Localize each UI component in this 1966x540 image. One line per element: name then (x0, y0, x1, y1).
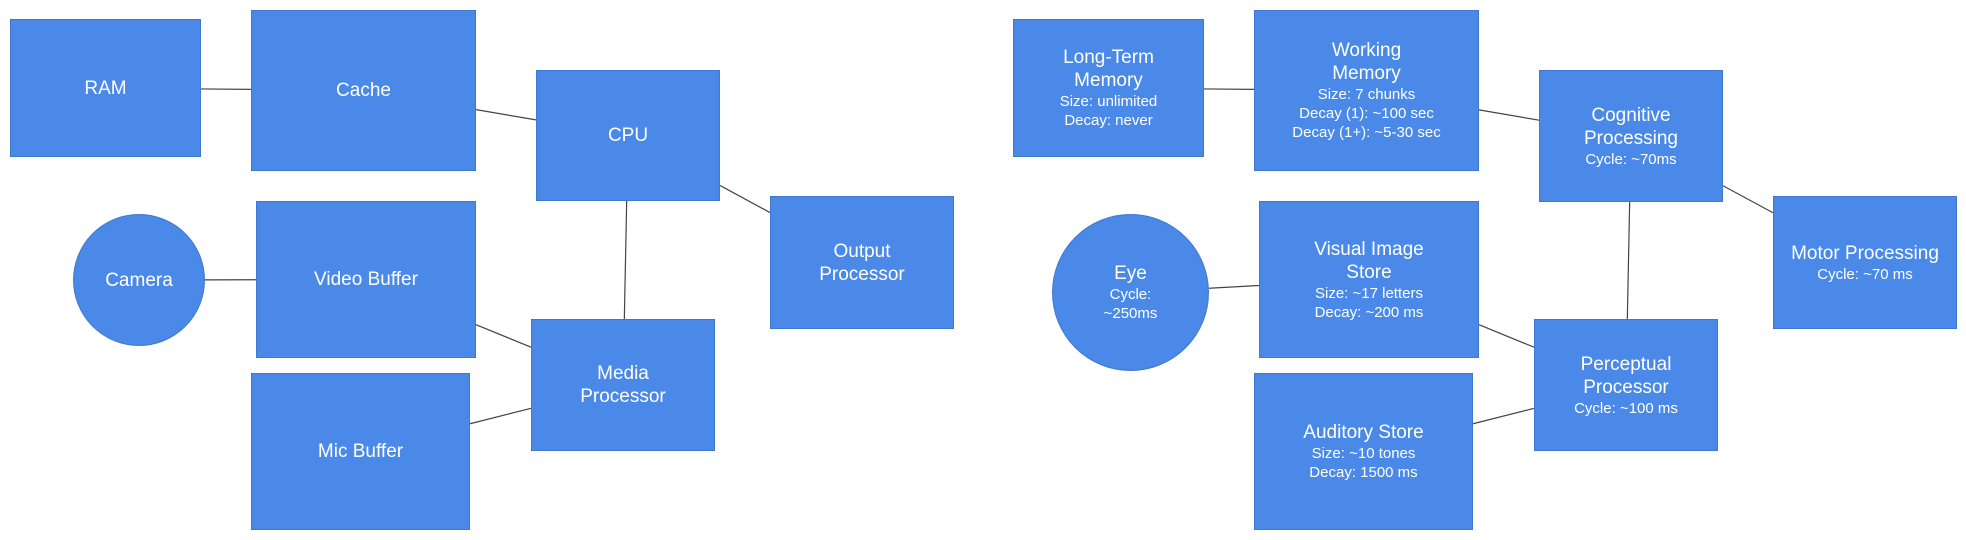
connector-mic-buffer-media-processor (469, 407, 532, 425)
node-auditory-store: Auditory Store Size: ~10 tones Decay: 15… (1254, 373, 1473, 530)
node-title: CPU (607, 125, 649, 146)
node-title: RAM (84, 77, 127, 99)
node-title: Auditory Store (1303, 422, 1424, 443)
node-title: Mic Buffer (317, 441, 404, 462)
node-media-processor: Media Processor (531, 319, 715, 451)
node-detail: Size: ~17 letters (1315, 284, 1423, 302)
connector-visual-image-store-perceptual-processor (1478, 324, 1535, 348)
node-detail: Cycle: ~250ms (1103, 286, 1158, 322)
node-title: Visual Image Store (1314, 238, 1424, 283)
node-title: Perceptual Processor (1580, 353, 1672, 398)
node-motor-processing: Motor Processing Cycle: ~70 ms (1773, 196, 1957, 329)
node-eye: Eye Cycle: ~250ms (1052, 214, 1209, 371)
node-detail: Cycle: ~70 ms (1817, 265, 1913, 283)
node-title: Video Buffer (314, 269, 418, 290)
node-detail: Size: 7 chunks (1317, 86, 1416, 103)
node-title: Output Processor (819, 240, 905, 285)
node-title: Motor Processing (1791, 242, 1939, 264)
node-detail: Decay: ~200 ms (1314, 303, 1424, 321)
node-detail: Decay: 1500 ms (1309, 464, 1418, 481)
node-detail: Decay: never (1064, 112, 1153, 129)
connector-working-memory-cognitive-processing (1478, 109, 1540, 121)
connector-eye-visual-image-store (1208, 284, 1260, 289)
node-mic-buffer: Mic Buffer (251, 373, 470, 530)
node-detail: Cycle: ~70ms (1585, 150, 1677, 168)
node-output-processor: Output Processor (770, 196, 954, 329)
node-long-term-memory: Long-Term Memory Size: unlimited Decay: … (1013, 19, 1204, 157)
node-title: Cognitive Processing (1584, 104, 1678, 149)
node-cpu: CPU (536, 70, 720, 201)
node-title: Eye (1114, 263, 1147, 284)
connector-cognitive-processing-motor-processing (1722, 185, 1774, 214)
node-title: Cache (336, 80, 391, 101)
node-title: Camera (105, 269, 173, 291)
node-title: Long-Term Memory (1063, 47, 1154, 91)
node-perceptual-processor: Perceptual Processor Cycle: ~100 ms (1534, 319, 1718, 451)
node-camera: Camera (73, 214, 205, 346)
connector-cpu-output-processor (719, 184, 771, 214)
node-detail: Size: ~10 tones (1311, 445, 1416, 462)
node-ram: RAM (10, 19, 201, 157)
connector-cache-cpu (475, 109, 537, 121)
node-title: Working Memory (1331, 40, 1402, 84)
node-working-memory: Working Memory Size: 7 chunks Decay (1):… (1254, 10, 1479, 171)
node-detail: Size: unlimited (1059, 93, 1158, 110)
node-visual-image-store: Visual Image Store Size: ~17 letters Dec… (1259, 201, 1479, 358)
connector-cpu-media-processor (623, 200, 628, 320)
node-detail: Cycle: ~100 ms (1574, 399, 1678, 417)
node-cache: Cache (251, 10, 476, 171)
node-detail: Decay (1+): ~5-30 sec (1292, 124, 1441, 141)
connector-video-buffer-media-processor (475, 324, 532, 348)
connector-auditory-store-perceptual-processor (1472, 407, 1535, 425)
node-cognitive-processing: Cognitive Processing Cycle: ~70ms (1539, 70, 1723, 202)
node-detail: Decay (1): ~100 sec (1299, 105, 1434, 122)
connector-cognitive-processing-perceptual-processor (1626, 201, 1631, 320)
node-title: Media Processor (580, 363, 666, 407)
node-video-buffer: Video Buffer (256, 201, 476, 358)
